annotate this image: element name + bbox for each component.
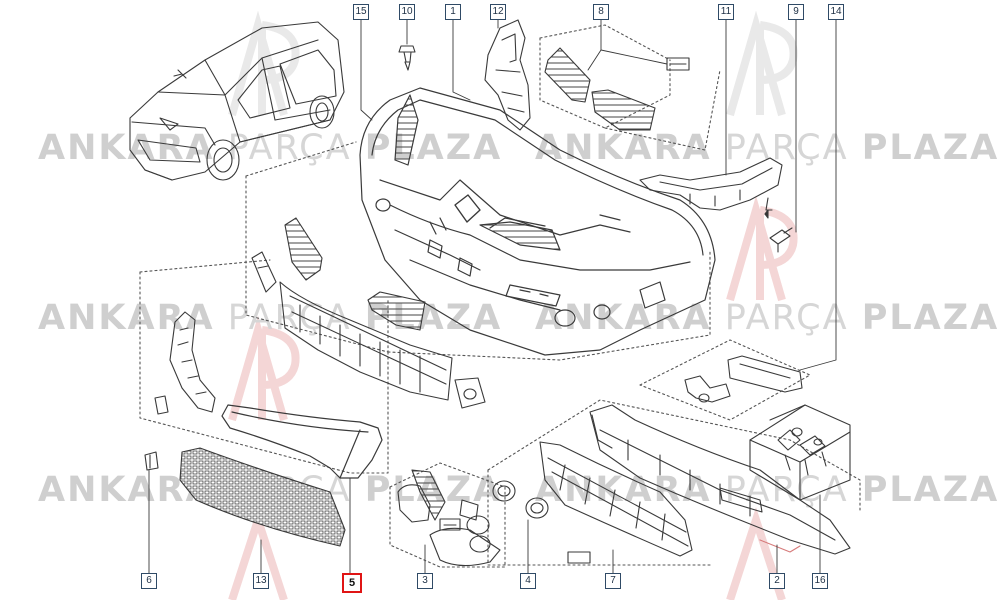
callout-16: 16	[812, 573, 828, 589]
callout-9: 9	[788, 4, 804, 20]
part-8-side-grilles	[544, 47, 690, 131]
part-7-lower-grille	[539, 441, 693, 564]
part-6-clip	[144, 451, 159, 471]
arrow-marker	[764, 209, 769, 219]
part-14-brackets	[684, 355, 803, 403]
car-illustration	[129, 21, 345, 181]
part-12-bracket	[484, 19, 531, 131]
part-15-trim	[154, 311, 216, 415]
part-4-fog-lamps	[492, 480, 549, 519]
part-13-mesh-grille	[179, 447, 346, 547]
logo-mark-2	[726, 10, 798, 117]
callout-15: 15	[353, 4, 369, 20]
callout-2: 2	[769, 573, 785, 589]
callout-10: 10	[399, 4, 415, 20]
part-16-fastener-box	[749, 404, 851, 501]
callout-12: 12	[490, 4, 506, 20]
logo-mark-4	[726, 195, 798, 302]
front-bumper-cover	[359, 87, 716, 356]
part-11-bracket	[639, 157, 783, 211]
callout-5-highlighted: 5	[342, 573, 362, 593]
callout-6: 6	[141, 573, 157, 589]
part-3-fog-surround	[397, 469, 501, 567]
callout-8: 8	[593, 4, 609, 20]
leader-lines	[148, 18, 837, 579]
part-2-absorber	[589, 404, 851, 555]
logo-mark-3	[228, 315, 300, 422]
left-fog-vent	[251, 217, 426, 331]
part-5-chrome-trim	[221, 404, 383, 479]
callout-1: 1	[445, 4, 461, 20]
part-10-clip	[398, 45, 416, 71]
callout-11: 11	[718, 4, 734, 20]
callout-3: 3	[417, 573, 433, 589]
callout-4: 4	[520, 573, 536, 589]
lower-grille	[279, 281, 486, 409]
part-9-screw	[769, 227, 793, 253]
callout-14: 14	[828, 4, 844, 20]
group-frames	[139, 24, 861, 568]
callout-7: 7	[605, 573, 621, 589]
callout-13: 13	[253, 573, 269, 589]
